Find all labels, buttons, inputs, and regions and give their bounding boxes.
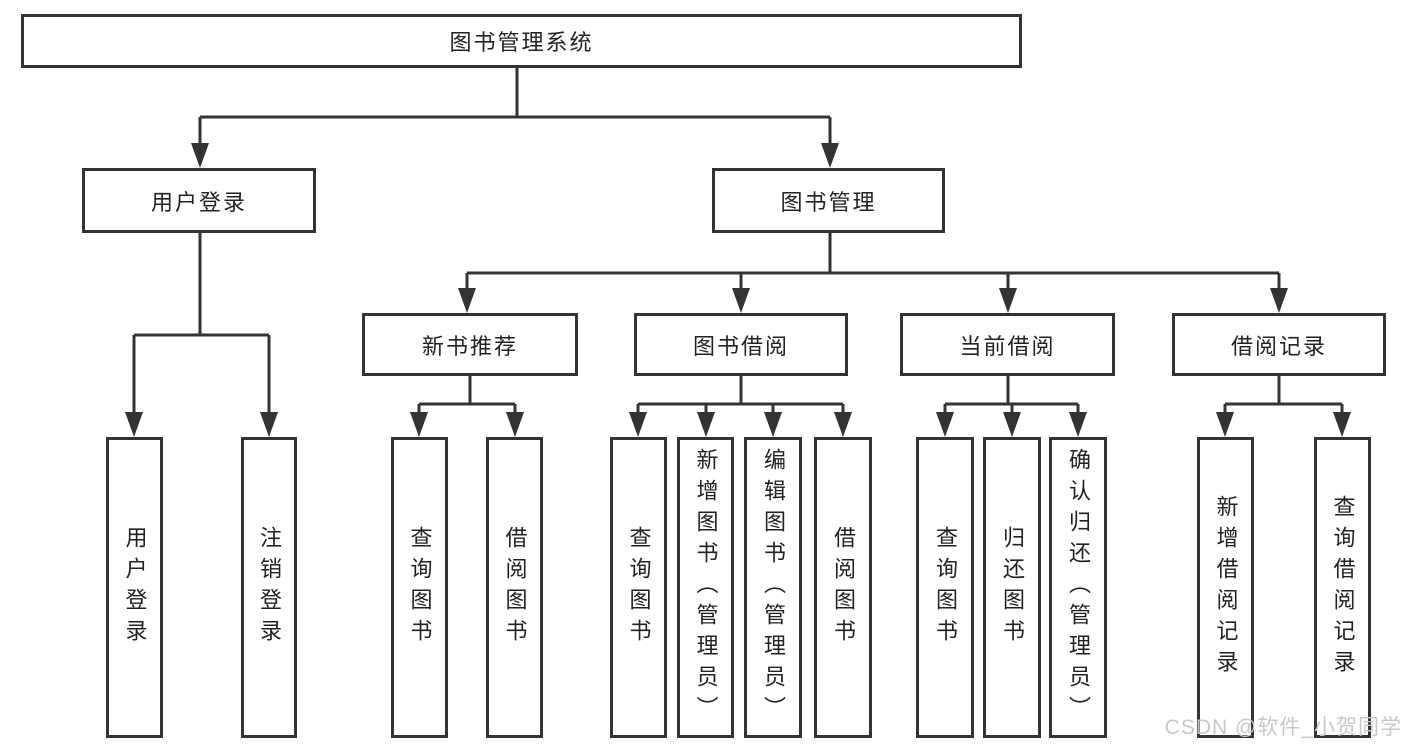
node-book-borrow: 图书借阅 [634,313,848,376]
node-current-borrow: 当前借阅 [900,313,1115,376]
leaf-newbook-borrow-books: 借阅图书 [486,437,543,738]
leaf-label: 查询借阅记录 [1330,494,1356,681]
edges-current-borrow [936,376,1087,437]
leaf-label: 查询图书 [407,525,433,650]
edges-user-login [125,233,278,437]
leaf-label: 借阅图书 [502,525,528,650]
leaf-current-return-books: 归还图书 [983,437,1041,738]
leaf-label: 编辑图书（管理员） [761,448,786,727]
csdn-watermark: CSDN @软件_小贺同学 [1164,716,1402,739]
leaf-user-login: 用户登录 [106,437,163,738]
leaf-label: 查询图书 [626,525,652,650]
node-new-book-recommend: 新书推荐 [362,313,578,376]
leaf-label: 查询图书 [933,525,958,650]
leaf-borrow-borrow-books: 借阅图书 [814,437,872,738]
leaf-borrow-add-books-admin: 新增图书（管理员） [677,437,734,738]
leaf-logout: 注销登录 [241,437,297,738]
edges-new-book-recommend [410,376,524,437]
node-book-management: 图书管理 [712,168,945,233]
leaf-borrow-query-books: 查询图书 [610,437,667,738]
edges-book-management [458,233,1288,313]
leaf-label: 确认归还（管理员） [1066,448,1091,727]
leaf-current-query-books: 查询图书 [916,437,974,738]
leaf-borrow-edit-books-admin: 编辑图书（管理员） [744,437,802,738]
leaf-label: 归还图书 [1000,525,1025,650]
node-user-login: 用户登录 [82,168,316,233]
node-root-library-system: 图书管理系统 [21,14,1022,68]
leaf-label: 用户登录 [122,525,148,650]
leaf-label: 借阅图书 [831,525,856,650]
leaf-current-confirm-return-admin: 确认归还（管理员） [1049,437,1107,738]
leaf-record-query-borrow-record: 查询借阅记录 [1314,437,1371,738]
leaf-newbook-query-books: 查询图书 [391,437,448,738]
edges-root [191,68,839,168]
leaf-label: 新增图书（管理员） [693,448,719,727]
edges-borrow-record [1216,376,1351,437]
edges-book-borrow [629,376,852,437]
leaf-label: 注销登录 [257,525,282,650]
node-borrow-record: 借阅记录 [1172,313,1386,376]
leaf-record-add-borrow-record: 新增借阅记录 [1197,437,1254,738]
leaf-label: 新增借阅记录 [1213,494,1239,681]
